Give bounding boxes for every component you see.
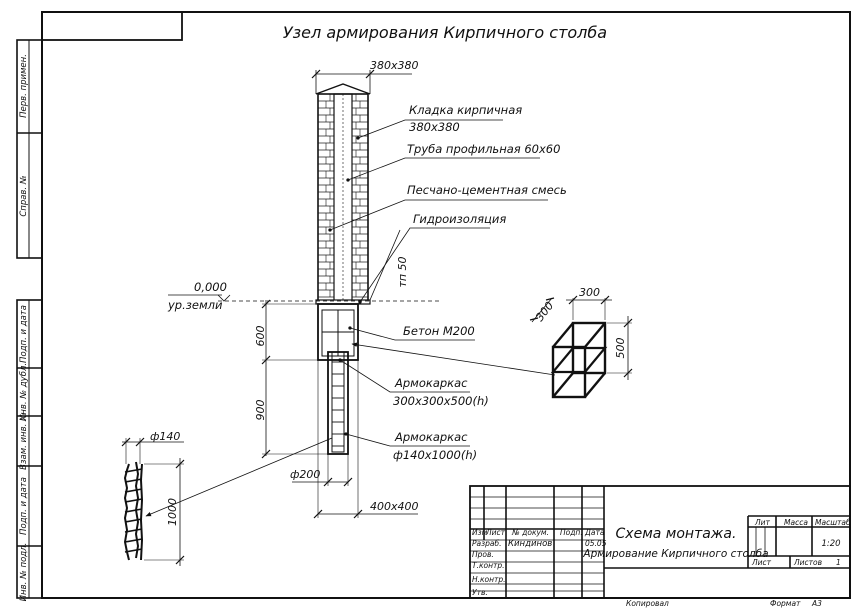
tb-row-checked-label: Пров. (472, 550, 494, 559)
waterproofing-thickness-text: тп 50 (396, 256, 409, 287)
footing-height-text: 600 (254, 326, 267, 347)
callout-cage1-size: 300х300х500(h) (393, 394, 489, 408)
small-cage-height-text: 1000 (166, 498, 179, 526)
stamp-label-sign-date-1: Подп. и дата (19, 305, 29, 363)
tb-doc-title: Схема монтажа. (616, 526, 737, 542)
cage-rung (124, 518, 143, 523)
top-dimension: 380х380 (311, 59, 419, 94)
isometric-cage: 300 300 500 (529, 286, 633, 399)
tb-row-developer-label: Разраб. (472, 539, 501, 548)
tb-sheets-value: 1 (836, 558, 841, 567)
cage-rung (124, 508, 143, 513)
cage-rung (124, 498, 143, 503)
callout-mortar: Песчано-цементная смесь (407, 183, 567, 197)
stamp-label-orig-inv-no: Инв. № подл. (19, 543, 29, 602)
stamp-label-first-use: Перв. примен. (19, 54, 29, 118)
level-mark: 0,000 (194, 280, 227, 294)
callout-masonry-size: 380х380 (409, 120, 460, 134)
small-cage-diameter-text: ф140 (150, 430, 180, 443)
callout-concrete: Бетон М200 (403, 324, 475, 338)
tb-header-doc-no: № докум. (511, 528, 549, 537)
ground-line: 0,000 ур.земли (167, 280, 440, 312)
drawing-frame (41, 11, 851, 599)
pile-diameter-dim: ф200 (290, 454, 353, 487)
cylindrical-cage: ф140 1000 (121, 430, 185, 566)
tb-col-scale: Масштаб (815, 518, 851, 527)
tb-row-approved-label: Утв. (472, 588, 488, 597)
cage-rung (124, 468, 143, 473)
footing-width-dim: 400х400 (313, 360, 419, 519)
tb-row-norm-control-label: Н.контр. (472, 575, 506, 584)
tb-header-sheet: Лист (485, 528, 506, 537)
pile (327, 351, 349, 455)
tb-header-date: Дата (584, 528, 605, 537)
tb-doc-subtitle: Армирование Кирпичного столба (582, 548, 768, 560)
pile-diameter-text: ф200 (290, 468, 320, 481)
stamp-label-sign-date-2: Подп. и дата (19, 477, 29, 535)
callout-cage2-size: ф140х1000(h) (393, 448, 477, 462)
stamp-label-replace-inv-no: Взам. инв. № (19, 412, 29, 470)
tb-header-rev: Изм (472, 528, 488, 537)
tb-copied: Копировал (626, 599, 669, 608)
tb-row-developer-date: 05.05 (585, 539, 607, 548)
cage-rung (124, 488, 143, 493)
tb-scale-value: 1:20 (821, 539, 840, 549)
cage-rung (124, 548, 143, 553)
tb-sheets-label: Листов (793, 558, 822, 567)
tb-format-label: Формат (770, 599, 801, 608)
cage-rung (124, 528, 143, 533)
pile-height-text: 900 (254, 400, 267, 421)
stamp-label-dup-inv-no: Инв. № дубл. (19, 363, 29, 421)
tb-format-value: А3 (811, 599, 822, 608)
tb-col-lit: Лит (754, 518, 771, 527)
waterproofing-thickness-dim: тп 50 (369, 229, 409, 301)
cage-width-text: 300 (579, 286, 600, 299)
drawing-title: Узел армирования Кирпичного столба (283, 23, 607, 42)
tb-row-developer-name: Киндинов (508, 539, 552, 549)
top-dimension-text: 380х380 (370, 59, 419, 72)
concrete-footing (317, 303, 359, 361)
tb-sheet-label: Лист (751, 558, 772, 567)
stamp-label-reference-no: Справ. № (19, 175, 29, 217)
callout-cage2: Армокаркас (394, 430, 468, 444)
cage-depth-text: 300 (533, 299, 556, 324)
footing-width-text: 400х400 (370, 500, 419, 513)
cage-rung (124, 478, 143, 483)
tb-row-tech-control-label: Т.контр. (472, 561, 505, 570)
title-block (469, 485, 851, 599)
callout-waterproofing: Гидроизоляция (413, 212, 506, 226)
brick-column (315, 83, 371, 303)
side-stamp: Перв. примен. Справ. № Подп. и дата Инв.… (16, 39, 43, 602)
ground-label: ур.земли (167, 298, 223, 312)
callout-cage1: Армокаркас (394, 376, 468, 390)
cage-height-text: 500 (614, 338, 627, 359)
callout-pipe: Труба профильная 60х60 (407, 142, 560, 156)
vertical-dimensions: 600 900 (254, 299, 328, 459)
cage-rung (124, 538, 143, 543)
callout-masonry: Кладка кирпичная (409, 103, 522, 117)
tb-header-sign: Подп. (560, 528, 583, 537)
tb-col-mass: Масса (784, 518, 808, 527)
callout-leaders (145, 119, 556, 517)
